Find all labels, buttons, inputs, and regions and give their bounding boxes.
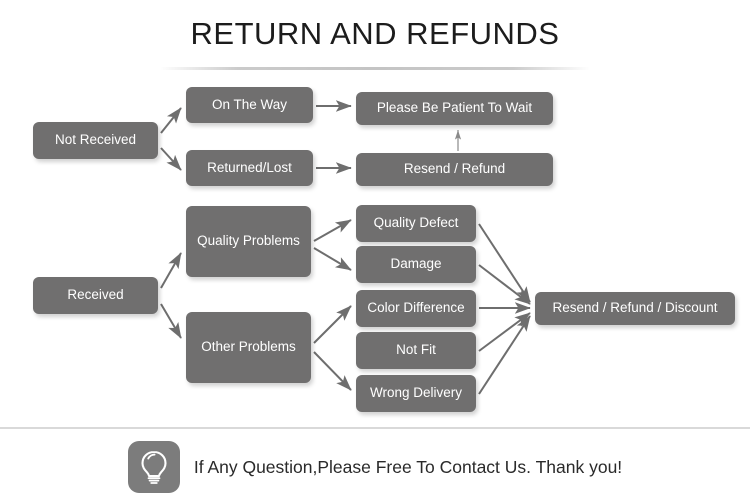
node-resend-refund-discount[interactable]: Resend / Refund / Discount <box>535 292 735 325</box>
node-returned-lost[interactable]: Returned/Lost <box>186 150 313 186</box>
footer-contact-text: If Any Question,Please Free To Contact U… <box>193 456 623 477</box>
node-wrong-delivery[interactable]: Wrong Delivery <box>356 375 476 412</box>
node-label: On The Way <box>211 96 288 112</box>
node-not-received[interactable]: Not Received <box>33 122 158 159</box>
node-resend-refund[interactable]: Resend / Refund <box>356 153 553 186</box>
node-label: Quality Problems <box>197 233 300 249</box>
node-damage[interactable]: Damage <box>356 246 476 283</box>
node-label: Quality Defect <box>373 215 459 231</box>
node-label: Color Difference <box>367 300 465 316</box>
node-quality-defect[interactable]: Quality Defect <box>356 205 476 242</box>
edge-wrong-delivery-to-result <box>478 315 531 395</box>
edge-quality-problems-to-quality-defect <box>313 219 352 242</box>
edge-received-to-other-problems <box>160 303 182 339</box>
edge-other-problems-to-color-difference <box>313 305 352 344</box>
node-label: Not Fit <box>396 342 436 358</box>
node-label: Received <box>67 287 124 303</box>
node-label: Returned/Lost <box>207 159 292 175</box>
node-on-the-way[interactable]: On The Way <box>186 87 313 123</box>
node-quality-problems[interactable]: Quality Problems <box>186 206 311 277</box>
edge-quality-problems-to-damage <box>313 247 352 271</box>
edge-not-received-to-returned-lost <box>160 147 182 171</box>
node-label: Please Be Patient To Wait <box>376 100 533 116</box>
title-divider <box>160 67 590 70</box>
node-label: Not Received <box>54 132 137 148</box>
node-label: Wrong Delivery <box>369 385 463 401</box>
node-label: Resend / Refund / Discount <box>552 300 718 316</box>
edge-not-fit-to-result <box>478 312 531 352</box>
node-other-problems[interactable]: Other Problems <box>186 312 311 383</box>
node-color-difference[interactable]: Color Difference <box>356 290 476 327</box>
lightbulb-icon <box>127 441 180 493</box>
edge-received-to-quality-problems <box>160 252 182 289</box>
node-label: Other Problems <box>201 339 296 355</box>
edge-not-received-to-on-the-way <box>160 107 182 134</box>
footer-bar: If Any Question,Please Free To Contact U… <box>0 437 750 497</box>
edge-other-problems-to-wrong-delivery <box>313 351 352 391</box>
node-not-fit[interactable]: Not Fit <box>356 332 476 369</box>
node-label: Damage <box>390 256 442 272</box>
node-please-be-patient-to-wait[interactable]: Please Be Patient To Wait <box>356 92 553 125</box>
edge-damage-to-result <box>478 264 531 305</box>
node-label: Resend / Refund <box>403 161 506 177</box>
footer-divider <box>0 427 750 429</box>
node-received[interactable]: Received <box>33 277 158 314</box>
page-title: RETURN AND REFUNDS <box>190 16 560 51</box>
edge-quality-defect-to-result <box>478 223 531 303</box>
